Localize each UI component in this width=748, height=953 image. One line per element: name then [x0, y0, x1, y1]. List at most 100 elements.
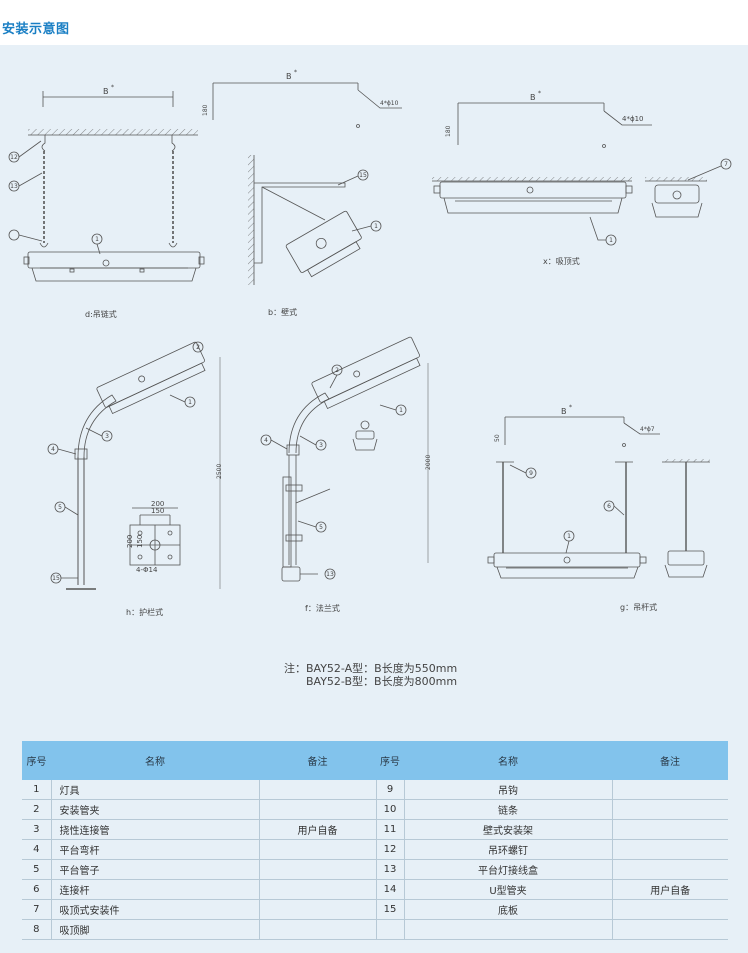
- cell: [612, 799, 728, 820]
- svg-text:7: 7: [724, 161, 728, 168]
- figure-d-chain: B *: [8, 84, 205, 282]
- cell: 用户自备: [612, 879, 728, 900]
- cell: 壁式安装架: [404, 819, 613, 840]
- svg-text:9: 9: [529, 470, 533, 477]
- table-row: 8 吸顶脚: [22, 919, 728, 940]
- dim-200-h-v: 200: [126, 535, 134, 548]
- svg-text:1: 1: [188, 399, 192, 406]
- cell: [259, 859, 377, 880]
- figure-b-wall: B * 180 4*ϕ10: [202, 69, 402, 285]
- svg-text:13: 13: [326, 571, 334, 578]
- cell: 连接杆: [51, 879, 260, 900]
- caption-x: x：吸顶式: [543, 257, 580, 266]
- cell: U型管夹: [404, 879, 613, 900]
- note-line-1: 注：BAY52-A型：B长度为550mm: [284, 662, 458, 675]
- cell: 5: [22, 859, 52, 880]
- cell: 3: [22, 819, 52, 840]
- cell: 14: [376, 879, 405, 900]
- cell: 吊钩: [404, 780, 613, 800]
- dim-2000: 2000: [425, 455, 432, 470]
- header-no-1: 序号: [22, 741, 51, 780]
- cell: 平台灯接线盒: [404, 859, 613, 880]
- cell: [612, 819, 728, 840]
- note-line-2: BAY52-B型：B长度为800mm: [306, 675, 458, 688]
- cell: 2: [22, 799, 52, 820]
- figure-x-ceiling: B * 180 4*ϕ10: [432, 90, 732, 246]
- cell: 挠性连接管: [51, 819, 260, 840]
- dim-200-h: 200: [151, 500, 164, 508]
- svg-text:3: 3: [105, 433, 109, 440]
- cell: [376, 919, 405, 940]
- callout-labels: 12 13 1 15 1 7 1 2 1 3 4 5 15 2 1 3 4 5 …: [10, 154, 728, 582]
- dim-b-label-g: B: [561, 407, 567, 416]
- caption-d: d:吊链式: [85, 310, 117, 319]
- cell: [259, 780, 377, 800]
- table-row: 4 平台弯杆 12 吊环螺钉: [22, 839, 728, 860]
- svg-text:12: 12: [10, 154, 18, 161]
- cell: 13: [376, 859, 405, 880]
- table-row: 2 安装管夹 10 链条: [22, 799, 728, 820]
- table-row: 5 平台管子 13 平台灯接线盒: [22, 859, 728, 880]
- svg-text:5: 5: [58, 504, 62, 511]
- table-header-row: 序号 名称 备注 序号 名称 备注: [22, 741, 728, 780]
- cell: 用户自备: [259, 819, 377, 840]
- table-row: 1 灯具 9 吊钩: [22, 780, 728, 800]
- header-name-2: 名称: [404, 741, 612, 780]
- figure-f-flange: 2000: [260, 336, 432, 582]
- cell: [612, 839, 728, 860]
- dim-holes-14: 4-Φ14: [136, 566, 158, 574]
- cell: 6: [22, 879, 52, 900]
- svg-text:5: 5: [319, 524, 323, 531]
- cell: [259, 799, 377, 820]
- dim-b-label-b: B: [286, 72, 292, 81]
- svg-text:4: 4: [264, 437, 268, 444]
- figure-h-guardrail: 2500 150 200 200 150 4-Φ14: [47, 341, 223, 590]
- svg-text:*: *: [294, 69, 297, 76]
- dim-holes-x: 4*ϕ10: [622, 115, 643, 123]
- svg-text:1: 1: [95, 236, 99, 243]
- cell: 10: [376, 799, 405, 820]
- header-remark-1: 备注: [259, 741, 376, 780]
- svg-text:1: 1: [567, 533, 571, 540]
- cell: 底板: [404, 899, 613, 920]
- svg-text:15: 15: [52, 575, 60, 582]
- cell: 8: [22, 919, 52, 940]
- cell: [259, 899, 377, 920]
- svg-text:2: 2: [335, 367, 339, 374]
- cell: [612, 919, 728, 940]
- cell: 15: [376, 899, 405, 920]
- cell: 12: [376, 839, 405, 860]
- cell: 7: [22, 899, 52, 920]
- dim-b-label-d: B: [103, 87, 109, 96]
- cell: 安装管夹: [51, 799, 260, 820]
- caption-g: g：吊杆式: [620, 603, 658, 612]
- dim-150-h: 150: [151, 507, 164, 515]
- svg-text:*: *: [538, 90, 541, 97]
- dim-180-b: 180: [202, 104, 209, 116]
- svg-text:4: 4: [51, 446, 55, 453]
- cell: [404, 919, 613, 940]
- header-no-2: 序号: [376, 741, 404, 780]
- svg-text:1: 1: [374, 223, 378, 230]
- page-heading: 安装示意图: [2, 22, 70, 37]
- cell: 灯具: [51, 780, 260, 800]
- cell: [612, 859, 728, 880]
- svg-text:1: 1: [399, 407, 403, 414]
- cell: 链条: [404, 799, 613, 820]
- dim-b-label-x: B: [530, 93, 536, 102]
- cell: 9: [376, 780, 405, 800]
- cell: 1: [22, 780, 52, 800]
- table-row: 7 吸顶式安装件 15 底板: [22, 899, 728, 920]
- table-row: 3 挠性连接管 用户自备 11 壁式安装架: [22, 819, 728, 840]
- header-remark-2: 备注: [612, 741, 728, 780]
- cell: 吸顶脚: [51, 919, 260, 940]
- figure-g-rod: B * 50 4*ϕ7: [487, 404, 710, 579]
- caption-f: f：法兰式: [305, 604, 340, 613]
- cell: [259, 839, 377, 860]
- svg-text:*: *: [569, 404, 572, 411]
- table-row: 6 连接杆 14 U型管夹 用户自备: [22, 879, 728, 900]
- dim-holes-b: 4*ϕ10: [380, 100, 399, 107]
- svg-text:*: *: [111, 84, 114, 91]
- dim-holes-g: 4*ϕ7: [640, 426, 655, 433]
